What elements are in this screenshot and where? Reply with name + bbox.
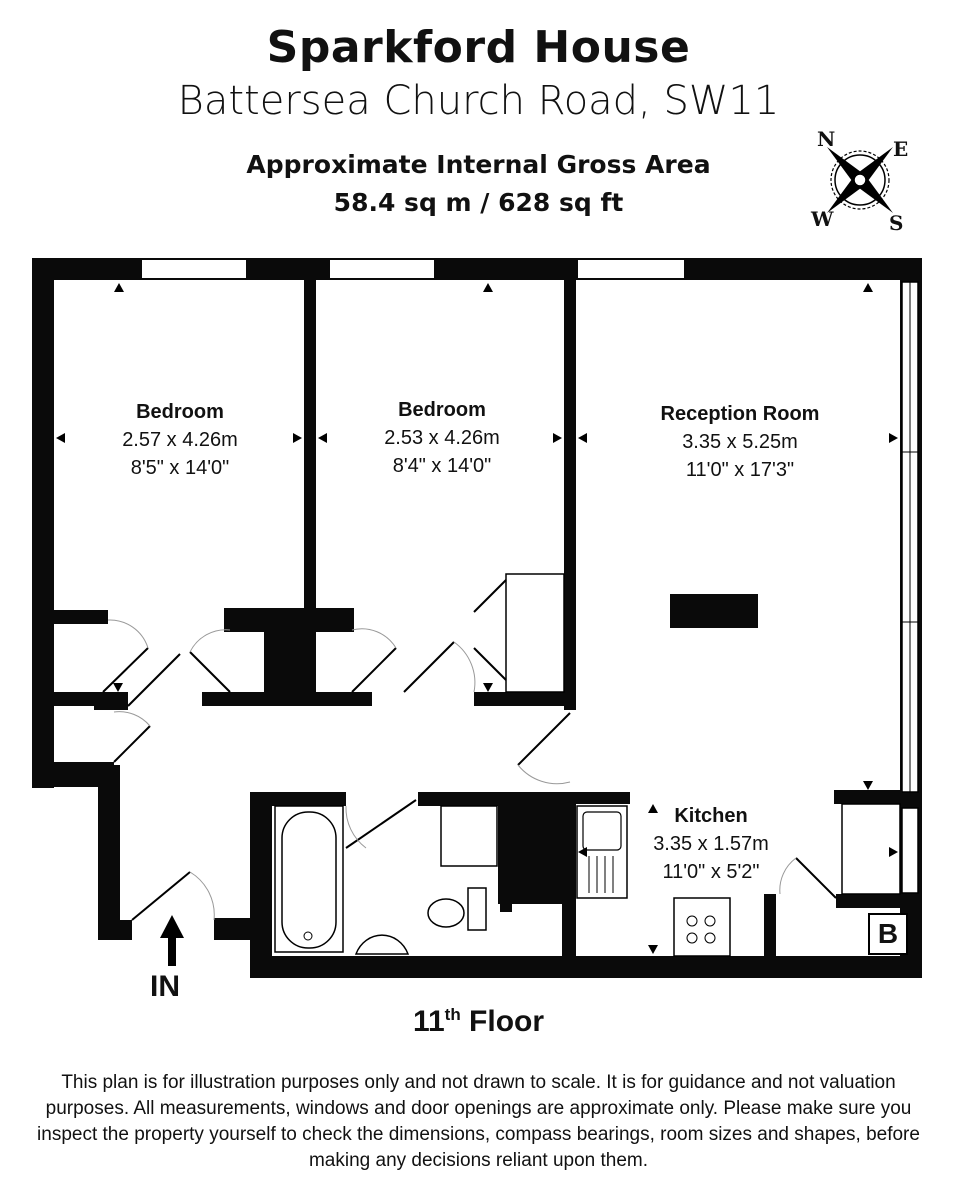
area-label: Approximate Internal Gross Area: [246, 150, 711, 179]
entrance-label: IN: [150, 970, 180, 1003]
disclaimer-text: This plan is for illustration purposes o…: [37, 1072, 920, 1171]
floor-label: 11th Floor: [412, 1005, 545, 1038]
boiler-marker: B: [868, 913, 908, 955]
room-kitchen: Kitchen 3.35 x 1.57m 11'0" x 5'2": [653, 805, 769, 883]
entrance-arrow-icon: [160, 915, 184, 966]
compass-east: E: [893, 137, 909, 161]
room-bedroom-1: Bedroom 2.57 x 4.26m 8'5" x 14'0": [122, 401, 238, 479]
room-bedroom-2: Bedroom 2.53 x 4.26m 8'4" x 14'0": [384, 399, 500, 477]
property-address: Battersea Church Road, SW11: [177, 78, 780, 124]
compass-north: N: [817, 127, 836, 151]
compass-south: S: [889, 211, 904, 235]
area-value: 58.4 sq m / 628 sq ft: [333, 188, 624, 217]
room-reception: Reception Room 3.35 x 5.25m 11'0" x 17'3…: [660, 403, 820, 481]
property-title: Sparkford House: [266, 22, 691, 73]
compass-west: W: [811, 207, 834, 231]
compass-rose-icon: N E W S: [805, 125, 915, 235]
